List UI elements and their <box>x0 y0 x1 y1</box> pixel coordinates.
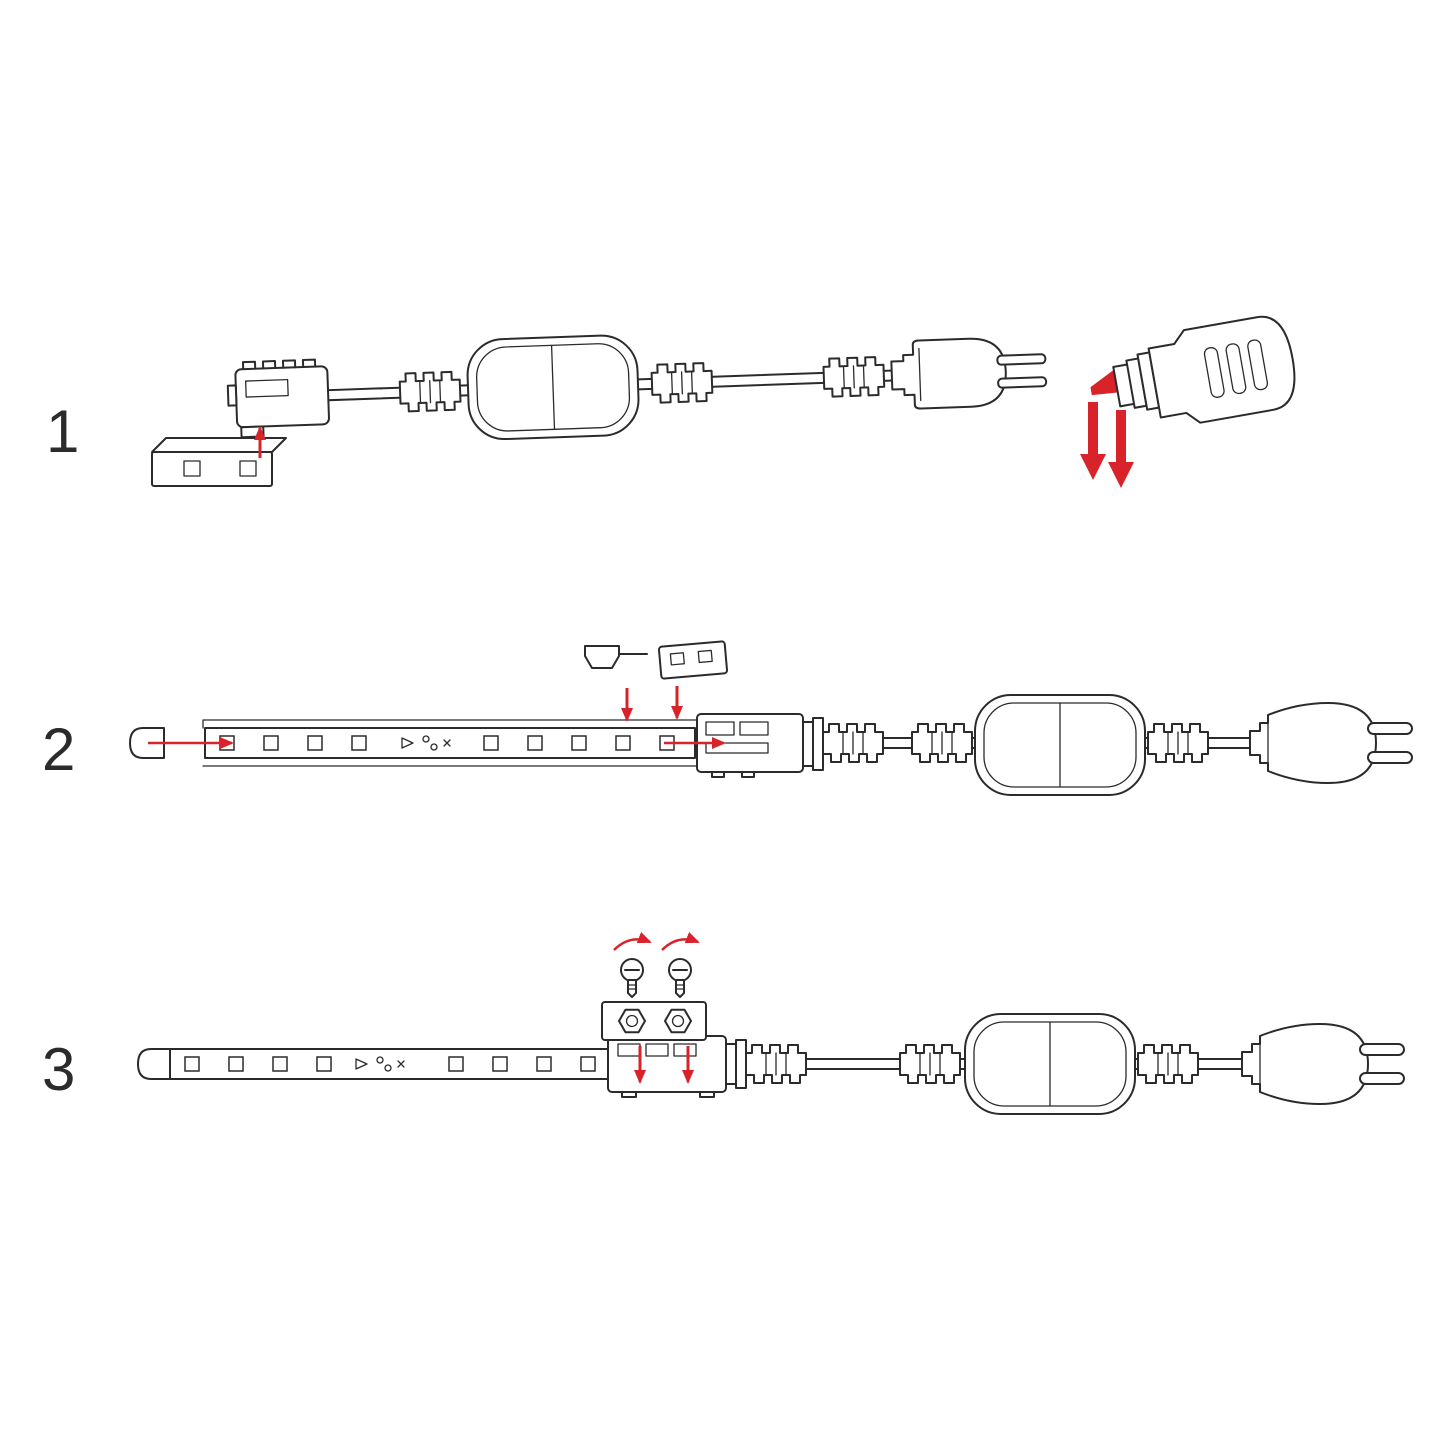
terminal-screw <box>668 958 692 998</box>
step-3-number: 3 <box>42 1036 75 1103</box>
red-arrow-down-icon <box>1108 410 1134 488</box>
led-strip <box>169 1048 651 1080</box>
wire-stopper <box>584 645 648 669</box>
screw-terminal-block <box>601 1001 707 1041</box>
red-arrow-down-icon <box>1080 402 1106 480</box>
two-prong-power-plug <box>889 335 1048 411</box>
strain-relief-rib <box>650 361 714 404</box>
hex-nut <box>618 1008 646 1034</box>
round-pin-power-plug <box>1241 1023 1405 1105</box>
red-contact-tip <box>1090 368 1120 396</box>
terminal-screw <box>620 958 644 998</box>
strain-relief-rib <box>899 1044 961 1084</box>
strain-relief-rib <box>911 723 973 763</box>
strain-relief-rib <box>1147 723 1209 763</box>
strain-relief-rib <box>822 355 886 398</box>
strain-relief-rib <box>745 1044 807 1084</box>
strip-to-cord-connector <box>607 1035 747 1098</box>
strip-markings <box>389 730 467 756</box>
step-3-row: 3 <box>42 931 1405 1115</box>
step-1-number: 1 <box>46 398 79 465</box>
strain-relief-rib <box>1137 1044 1199 1084</box>
inline-adapter-box <box>974 694 1146 796</box>
step-2-number: 2 <box>42 716 75 783</box>
rotate-clockwise-arrow-icon <box>661 931 700 951</box>
hex-nut <box>664 1008 692 1034</box>
round-pin-power-plug <box>1249 702 1413 784</box>
strain-relief-rib <box>398 370 462 413</box>
end-cap <box>137 1048 173 1080</box>
inline-adapter-box <box>964 1013 1136 1115</box>
inline-adapter-box <box>465 333 641 442</box>
strip-markings <box>343 1051 421 1077</box>
cover-plate <box>657 640 729 680</box>
led-strip <box>204 727 696 759</box>
strain-relief-rib <box>822 723 884 763</box>
step-2-row: 2 <box>42 640 1413 796</box>
strip-connector-end <box>226 358 330 439</box>
mounting-channel-edge <box>202 719 698 767</box>
power-cord-assembly <box>226 333 1048 442</box>
rotate-clockwise-arrow-icon <box>613 931 652 951</box>
mounting-clip <box>151 437 287 487</box>
detached-connector <box>1090 315 1296 424</box>
step-1-row: 1 <box>46 315 1296 488</box>
strip-to-cord-connector <box>696 713 824 778</box>
